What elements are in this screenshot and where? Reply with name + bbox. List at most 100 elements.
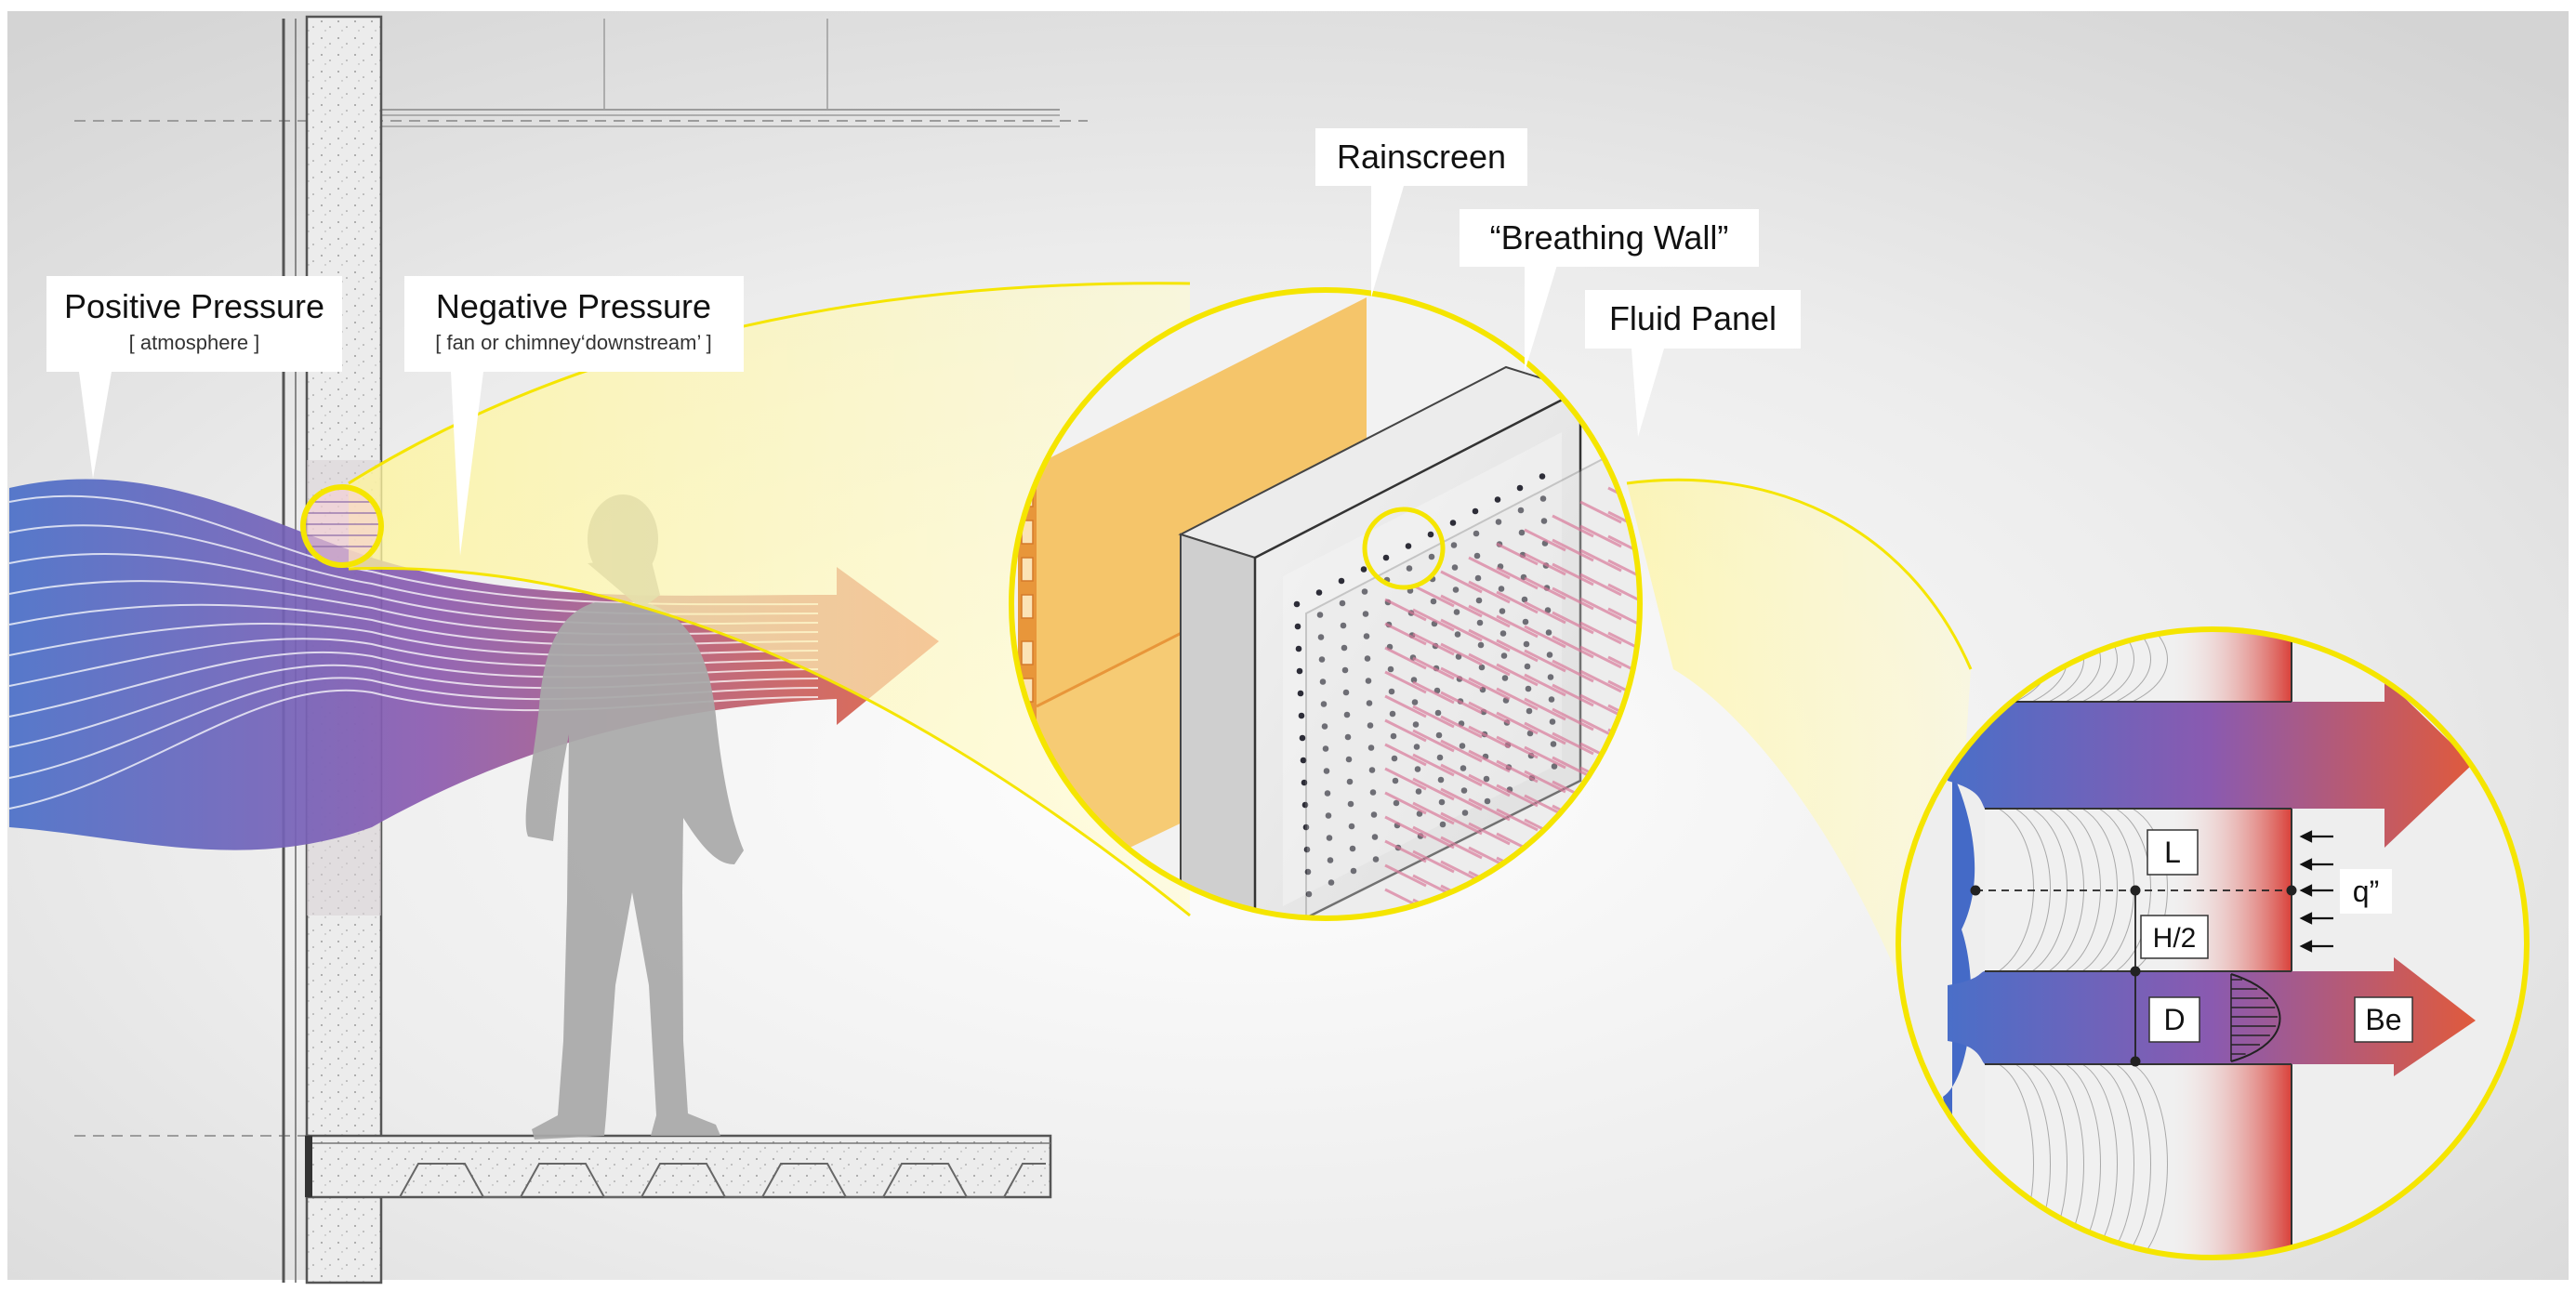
- callout-positive-pressure: Positive Pressure [ atmosphere ]: [46, 276, 342, 479]
- flux-arrow-head: [2299, 858, 2313, 871]
- upper-flow-channel: [1948, 678, 2473, 848]
- pore-dot: [1322, 745, 1329, 752]
- pore-dot: [1319, 678, 1327, 685]
- outflow-arrow: [1468, 797, 1511, 822]
- outflow-arrow: [1496, 566, 1539, 590]
- pore-dot: [1438, 798, 1446, 806]
- breathing-wall-zoom: [1009, 287, 1643, 921]
- svg-text:Positive Pressure: Positive Pressure: [64, 287, 324, 325]
- callout-negative-pressure: Negative Pressure [ fan or chimney‘downs…: [404, 276, 744, 556]
- pore-dot: [1392, 777, 1399, 784]
- outflow-arrow: [1579, 597, 1622, 621]
- pore-dot: [1393, 799, 1400, 807]
- ceiling-lines: [74, 19, 1088, 1137]
- pore-dot: [1366, 700, 1373, 706]
- outflow-arrow: [1496, 808, 1539, 832]
- pore-dot: [1303, 846, 1311, 853]
- contour-line: [2115, 808, 2151, 972]
- outflow-arrow: [1412, 850, 1455, 874]
- pore-dot: [1516, 484, 1524, 492]
- outflow-arrow: [1440, 763, 1483, 787]
- pore-dot: [1382, 554, 1390, 561]
- outflow-arrow: [1496, 663, 1539, 687]
- outflow-arrow: [1607, 607, 1640, 631]
- pore-dot: [1427, 531, 1434, 538]
- outflow-arrow: [1384, 694, 1427, 718]
- pore-dot: [1539, 495, 1547, 502]
- pore-dot: [1304, 868, 1312, 876]
- outflow-arrow: [1524, 625, 1566, 649]
- pore-dot: [1526, 707, 1533, 715]
- outflow-arrow: [1440, 642, 1483, 666]
- outflow-arrow: [1552, 538, 1594, 562]
- outflow-arrow: [1384, 743, 1427, 767]
- pore-dot: [1343, 711, 1351, 718]
- pore-dot: [1525, 685, 1532, 692]
- detail-label-length: L: [2147, 829, 2199, 876]
- outflow-arrow: [1552, 659, 1594, 683]
- pore-dot: [1387, 665, 1394, 673]
- outflow-arrow: [1468, 628, 1511, 652]
- outflow-arrow: [1607, 655, 1640, 679]
- pore-dot: [1550, 741, 1557, 747]
- outflow-arrow: [1496, 639, 1539, 663]
- outflow-arrow: [1440, 618, 1483, 642]
- outflow-arrow: [1384, 622, 1427, 646]
- pore-dot: [1499, 630, 1507, 637]
- pore-dot: [1476, 619, 1484, 626]
- pore-dot: [1450, 542, 1458, 548]
- pore-dot: [1461, 810, 1469, 816]
- pore-dot: [1391, 755, 1398, 762]
- pore-dot: [1451, 564, 1459, 571]
- pore-dot: [1295, 645, 1302, 652]
- outflow-arrow: [1384, 791, 1427, 815]
- svg-text:Fluid Panel: Fluid Panel: [1609, 299, 1777, 337]
- pore-dot: [1545, 629, 1552, 636]
- outflow-arrow: [1412, 729, 1455, 753]
- pore-dot: [1434, 709, 1442, 717]
- contour-line: [2031, 808, 2067, 972]
- pore-dot: [1474, 574, 1482, 582]
- outflow-arrow: [1524, 528, 1566, 552]
- pore-dot: [1522, 618, 1529, 626]
- breathing-wall-block: [1178, 365, 1583, 918]
- pore-dot: [1483, 775, 1490, 783]
- outflow-arrow: [1552, 611, 1594, 635]
- pore-dot: [1320, 701, 1328, 707]
- channel-detail-zoom: [1896, 626, 2530, 1260]
- pore-dot: [1326, 835, 1333, 841]
- pore-dot: [1367, 744, 1375, 751]
- pore-dot: [1293, 600, 1301, 608]
- svg-text:[ atmosphere ]: [ atmosphere ]: [129, 331, 260, 354]
- pore-dot: [1296, 667, 1303, 675]
- contour-line: [2065, 808, 2101, 972]
- outflow-arrow: [1496, 590, 1539, 614]
- outflow-arrow: [1496, 735, 1539, 759]
- outflow-arrow: [1607, 559, 1640, 583]
- pore-dot: [1318, 656, 1326, 663]
- detail-label-heat-flux: q”: [2340, 869, 2392, 914]
- svg-text:Negative Pressure: Negative Pressure: [436, 287, 711, 325]
- pore-dot: [1436, 754, 1444, 761]
- outflow-arrow: [1384, 815, 1427, 839]
- pore-dot: [1452, 586, 1460, 593]
- outflow-arrow: [1579, 524, 1622, 548]
- pore-dot: [1449, 520, 1457, 526]
- outflow-arrow: [1412, 753, 1455, 777]
- outflow-arrow: [1412, 584, 1455, 608]
- outflow-arrow: [1468, 556, 1511, 580]
- pore-dot: [1413, 744, 1420, 750]
- pore-dot: [1435, 731, 1443, 739]
- outflow-arrow: [1468, 749, 1511, 773]
- outflow-arrow: [1524, 721, 1566, 745]
- outflow-arrow: [1384, 670, 1427, 694]
- outflow-arrow: [1412, 656, 1455, 680]
- outflow-arrow: [1579, 548, 1622, 573]
- pore-dot: [1539, 473, 1546, 480]
- svg-text:q”: q”: [2353, 875, 2379, 908]
- zoom-circle-panel: [1362, 507, 1446, 590]
- zoom-cone-2: [1626, 478, 1973, 1097]
- outflow-arrow: [1412, 608, 1455, 632]
- pore-dot: [1348, 823, 1355, 830]
